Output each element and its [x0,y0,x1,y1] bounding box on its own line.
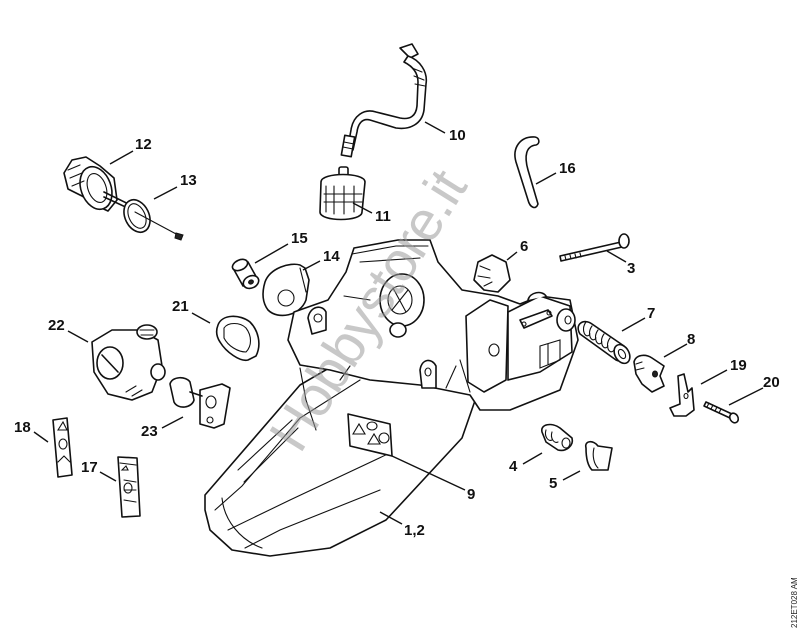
label-warning-part[interactable] [117,456,141,518]
callout-22[interactable]: 22 [48,317,65,334]
callout-5[interactable]: 5 [549,475,557,492]
callout-16[interactable]: 16 [559,160,576,177]
callout-6[interactable]: 6 [520,238,528,255]
cap-part[interactable] [584,440,613,471]
plug-part[interactable] [633,354,665,393]
callout-10[interactable]: 10 [449,127,466,144]
reference-code: 212ET028 AM [790,577,799,628]
callout-21[interactable]: 21 [172,298,189,315]
callout-18[interactable]: 18 [14,419,31,436]
carburetor-part[interactable] [91,324,166,401]
callout-15[interactable]: 15 [291,230,308,247]
callout-13[interactable]: 13 [180,172,197,189]
callout-19[interactable]: 19 [730,357,747,374]
cover-part[interactable] [262,263,310,317]
bracket-part[interactable] [669,373,695,417]
throttle-bracket-part[interactable] [169,376,231,429]
callout-11[interactable]: 11 [375,208,391,225]
callout-20[interactable]: 20 [763,374,780,391]
callout-labels: 12 13 10 11 16 15 14 6 3 21 22 7 8 19 20… [14,127,780,539]
gasket-part[interactable] [215,315,260,362]
engine-housing-part[interactable] [204,239,579,557]
label-small-part[interactable] [52,417,73,478]
callout-1-2[interactable]: 1,2 [404,522,425,539]
callout-17[interactable]: 17 [81,459,98,476]
callout-14[interactable]: 14 [323,248,340,265]
fuel-hose-part[interactable] [340,43,428,158]
callout-4[interactable]: 4 [509,458,518,475]
callout-7[interactable]: 7 [647,305,655,322]
long-screw-part[interactable] [559,233,630,262]
leader-lines [33,121,764,525]
fuel-filter-part[interactable] [319,166,366,221]
spring-part[interactable] [577,320,633,367]
sleeve-part[interactable] [231,257,261,291]
short-screw-part[interactable] [703,401,740,424]
callout-9[interactable]: 9 [467,486,475,503]
callout-8[interactable]: 8 [687,331,695,348]
annular-buffer-part[interactable] [473,254,511,293]
impulse-hose-part[interactable] [514,136,540,209]
buffer-grommet-part[interactable] [541,423,574,452]
callout-3[interactable]: 3 [627,260,635,277]
callout-23[interactable]: 23 [141,423,158,440]
o-ring-part[interactable] [119,196,184,241]
callout-12[interactable]: 12 [135,136,152,153]
